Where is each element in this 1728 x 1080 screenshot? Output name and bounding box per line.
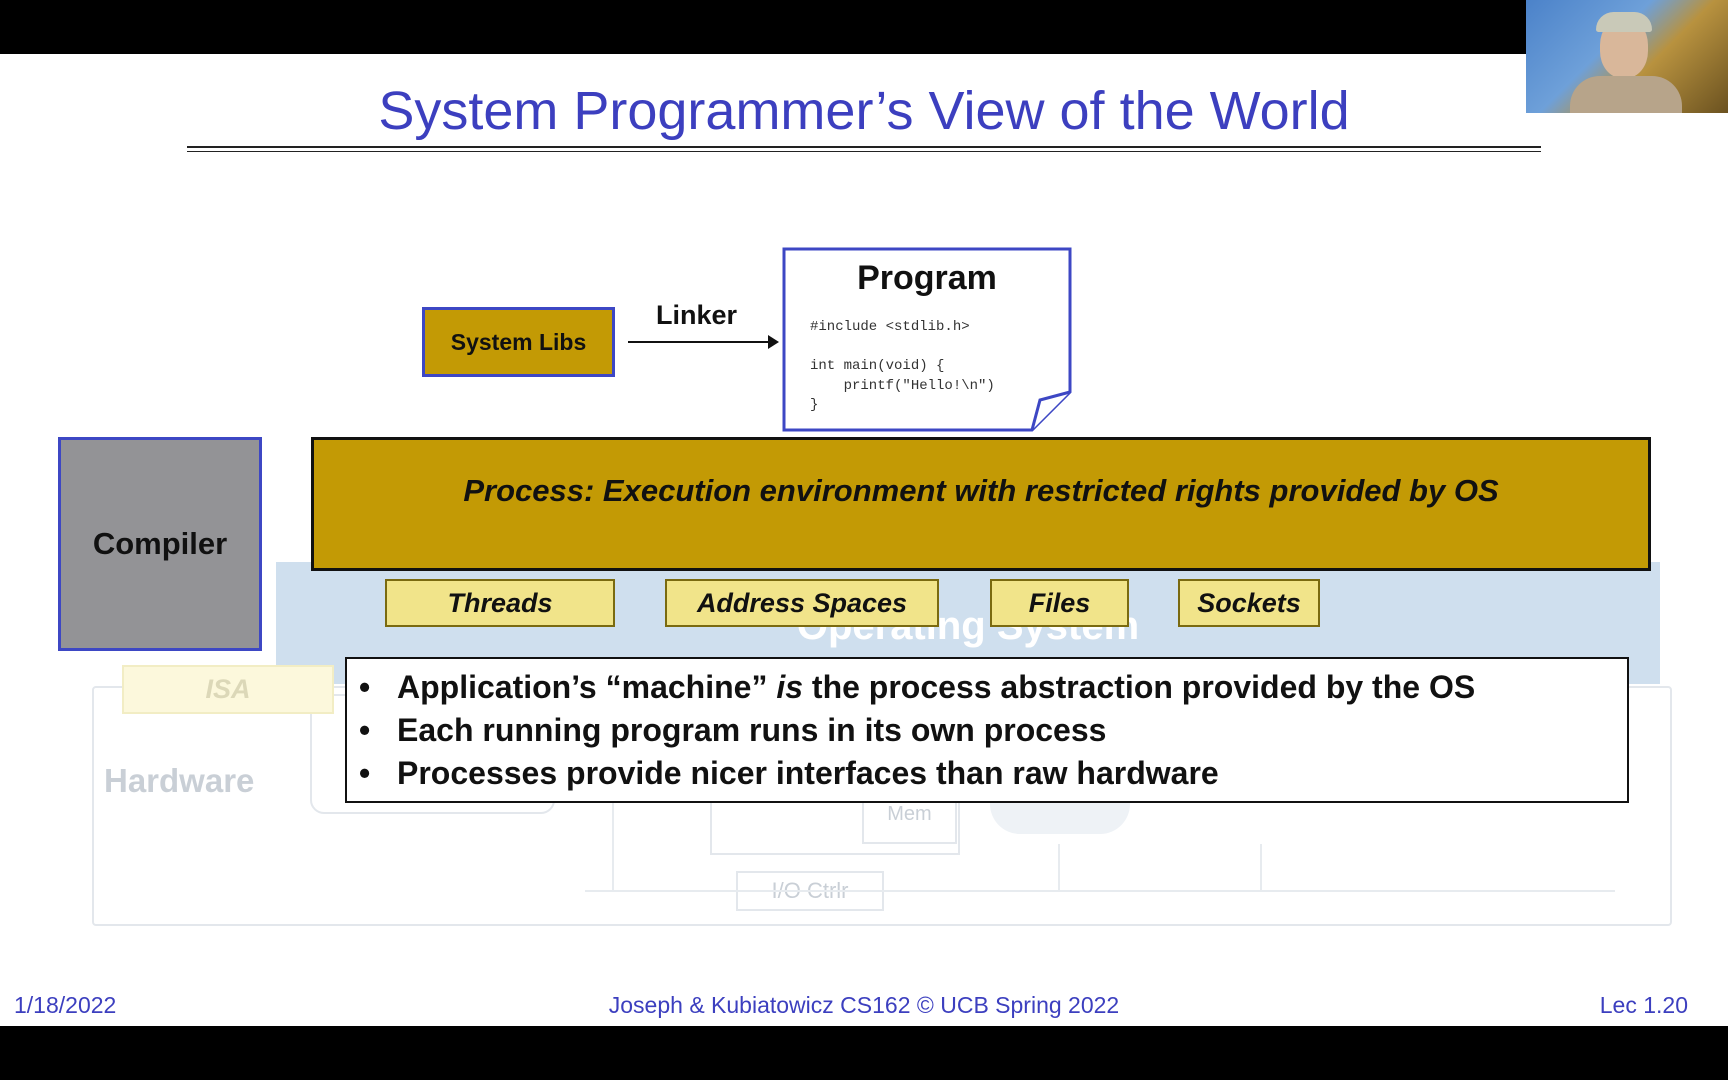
title-rule bbox=[187, 146, 1541, 148]
bottom-black-bar bbox=[0, 1026, 1728, 1080]
bullet-box: • Application’s “machine” is the process … bbox=[345, 657, 1629, 803]
webcam-video bbox=[1526, 0, 1728, 113]
hardware-label: Hardware bbox=[104, 762, 255, 799]
footer-course: Joseph & Kubiatowicz CS162 © UCB Spring … bbox=[608, 992, 1120, 1018]
program-heading: Program bbox=[857, 259, 997, 297]
program-page-shape bbox=[782, 247, 1072, 432]
compiler-box: Compiler bbox=[58, 437, 262, 651]
linker-arrow-line bbox=[628, 341, 770, 343]
tab-sockets: Sockets bbox=[1178, 579, 1320, 627]
code-line-3: int main(void) { bbox=[810, 358, 945, 374]
bullet-item: • Application’s “machine” is the process … bbox=[359, 669, 1475, 706]
bus-vertical-3 bbox=[1260, 844, 1262, 890]
mem-label: Mem bbox=[887, 802, 932, 825]
tab-threads: Threads bbox=[385, 579, 615, 627]
bullet-item: • Processes provide nicer interfaces than… bbox=[359, 755, 1219, 792]
isa-label: ISA bbox=[205, 674, 251, 704]
presenter-shirt bbox=[1570, 76, 1682, 113]
bullet-text-tail: the process abstraction provided by the … bbox=[803, 669, 1476, 705]
process-caption: Process: Execution environment with rest… bbox=[463, 473, 1499, 508]
bullet-text: Application’s “machine” bbox=[397, 669, 777, 705]
program-document: Program #include <stdlib.h> int main(voi… bbox=[782, 247, 1072, 432]
top-black-bar bbox=[0, 0, 1728, 54]
bullet-dot: • bbox=[359, 669, 371, 705]
system-libs-label: System Libs bbox=[450, 328, 587, 355]
title-rule-thin bbox=[187, 151, 1541, 152]
bullet-dot: • bbox=[359, 755, 371, 791]
linker-label: Linker bbox=[656, 300, 738, 330]
bus-vertical-1 bbox=[612, 754, 614, 890]
isa-box: ISA bbox=[122, 665, 334, 714]
footer-lecture: Lec 1.20 bbox=[1599, 992, 1688, 1018]
bullet-item: • Each running program runs in its own pr… bbox=[359, 712, 1106, 749]
presenter-cap bbox=[1596, 12, 1652, 32]
bullet-dot: • bbox=[359, 712, 371, 748]
code-line-4: printf("Hello!\n") bbox=[810, 378, 995, 394]
compiler-label: Compiler bbox=[92, 526, 228, 561]
bus-line bbox=[585, 890, 1615, 892]
system-libs-box: System Libs bbox=[422, 307, 615, 377]
linker-arrowhead bbox=[768, 335, 779, 349]
bullet-emphasis: is bbox=[776, 669, 804, 705]
process-band: Process: Execution environment with rest… bbox=[311, 437, 1651, 571]
bullet-text: Processes provide nicer interfaces than … bbox=[397, 755, 1219, 791]
tab-address-spaces: Address Spaces bbox=[665, 579, 939, 627]
slide-title: System Programmer’s View of the World bbox=[378, 81, 1350, 141]
bullet-text: Each running program runs in its own pro… bbox=[397, 712, 1107, 748]
slide-canvas: System Programmer’s View of the World Ha… bbox=[0, 54, 1728, 1026]
tab-files: Files bbox=[990, 579, 1129, 627]
code-line-5: } bbox=[810, 397, 819, 413]
bus-vertical-2 bbox=[1058, 844, 1060, 890]
code-line-1: #include <stdlib.h> bbox=[810, 319, 970, 335]
footer-date: 1/18/2022 bbox=[14, 992, 117, 1018]
